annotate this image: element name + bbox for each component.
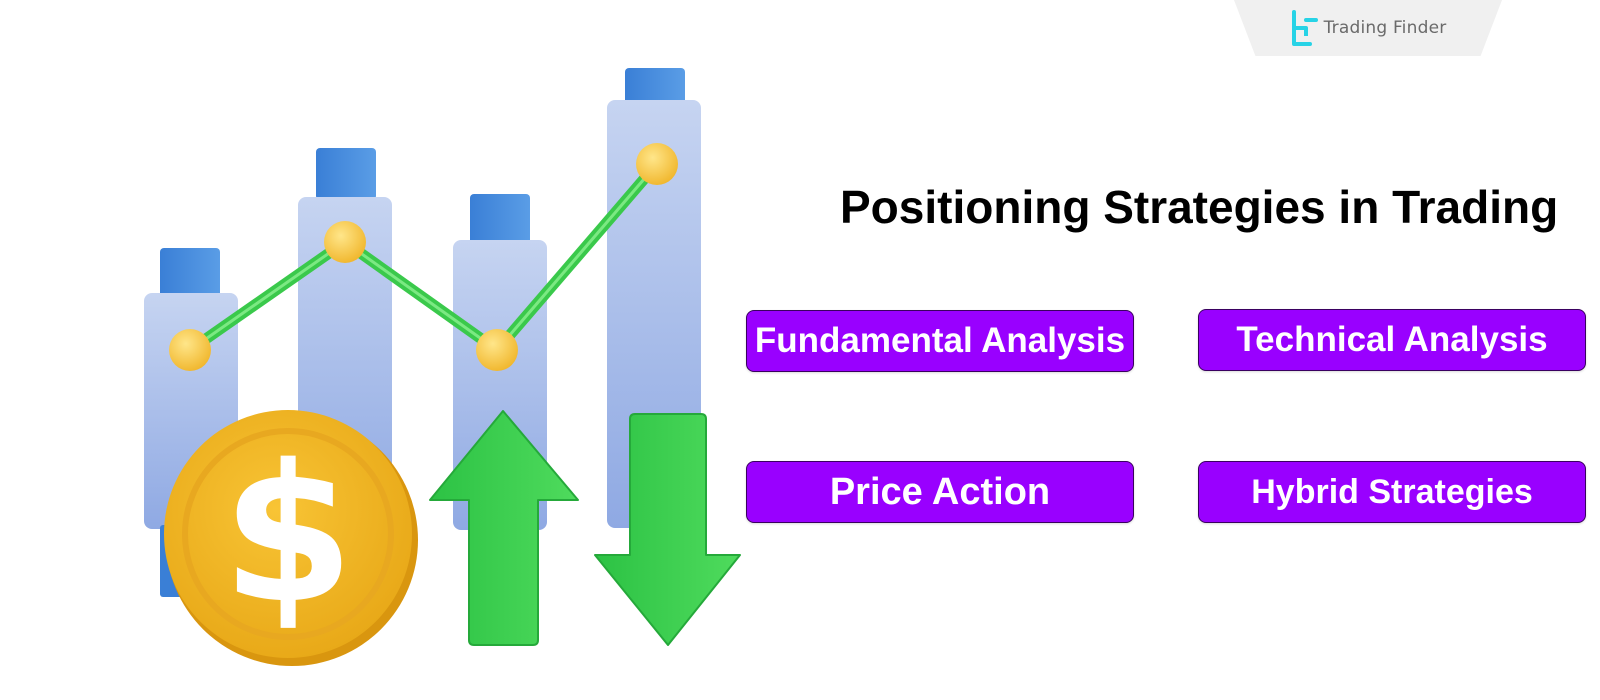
strategy-fundamental-analysis[interactable]: Fundamental Analysis [746, 310, 1134, 372]
strategy-technical-analysis[interactable]: Technical Analysis [1198, 309, 1586, 371]
strategy-price-action[interactable]: Price Action [746, 461, 1134, 523]
trend-point [476, 329, 518, 371]
tf-logo-icon [1291, 10, 1318, 46]
trend-point [324, 221, 366, 263]
trading-illustration: $ [144, 68, 741, 666]
dollar-coin-icon: $ [164, 410, 418, 666]
trend-line [184, 158, 663, 356]
trend-point [169, 329, 211, 371]
brand-badge[interactable]: Trading Finder [1234, 0, 1502, 56]
arrow-down-icon [594, 413, 741, 646]
brand-name: Trading Finder [1323, 18, 1447, 38]
svg-text:$: $ [222, 424, 354, 645]
strategy-hybrid-strategies[interactable]: Hybrid Strategies [1198, 461, 1586, 523]
arrow-up-icon [429, 410, 579, 646]
trend-point [636, 143, 678, 185]
page-title: Positioning Strategies in Trading [840, 181, 1559, 233]
